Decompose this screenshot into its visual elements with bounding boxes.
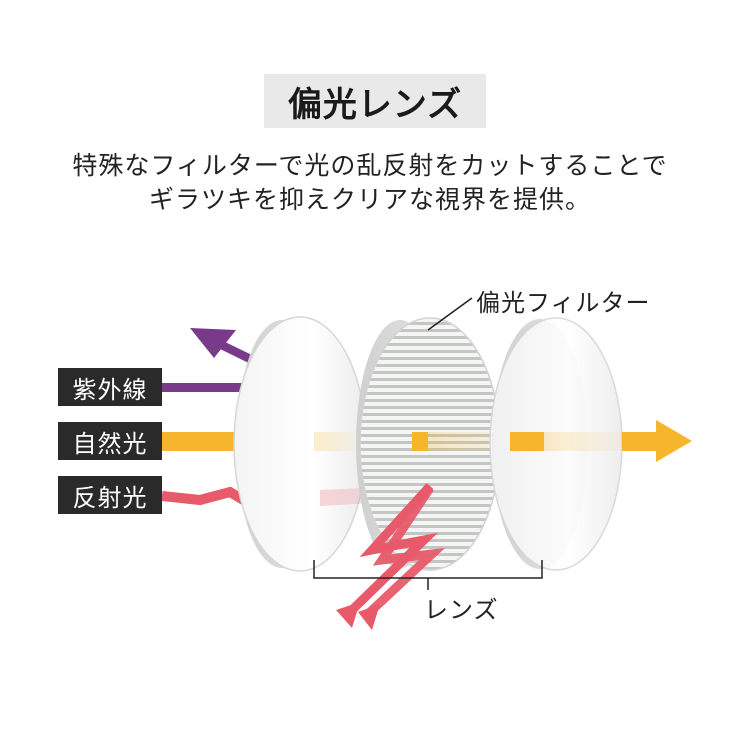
natural-light-arrowhead	[656, 420, 692, 462]
natural-light-beam-back	[510, 432, 544, 451]
natural-light-beam-out-fade	[544, 432, 622, 451]
uv-arrowhead	[190, 328, 236, 358]
natural-light-beam-out	[622, 432, 660, 451]
filter-leader-line	[427, 297, 473, 331]
page-title: 偏光レンズ	[287, 84, 463, 125]
label-uv: 紫外線	[58, 368, 162, 406]
reflected-light-arrowhead-1	[336, 602, 360, 628]
reflected-light-arrowhead-2	[358, 604, 380, 630]
reflected-light-bounce-2	[366, 485, 446, 616]
title-box: 偏光レンズ	[264, 74, 486, 128]
annotation-lens: レンズ	[424, 596, 499, 624]
lens-bracket	[313, 560, 543, 590]
description-line-2: ギラツキを抑えクリアな視界を提供。	[148, 185, 591, 214]
label-natural-light: 自然光	[58, 422, 162, 460]
natural-light-beam-mid1	[314, 432, 354, 451]
description-line-1: 特殊なフィルターで光の乱反射をカットすることで	[72, 151, 668, 180]
reflected-light-bounce-1	[348, 482, 438, 614]
lens-disc-front	[233, 316, 367, 572]
annotation-polarizing-filter: 偏光フィルター	[476, 289, 651, 317]
label-reflected-light: 反射光	[58, 476, 162, 514]
natural-light-beam-filter	[412, 432, 428, 451]
